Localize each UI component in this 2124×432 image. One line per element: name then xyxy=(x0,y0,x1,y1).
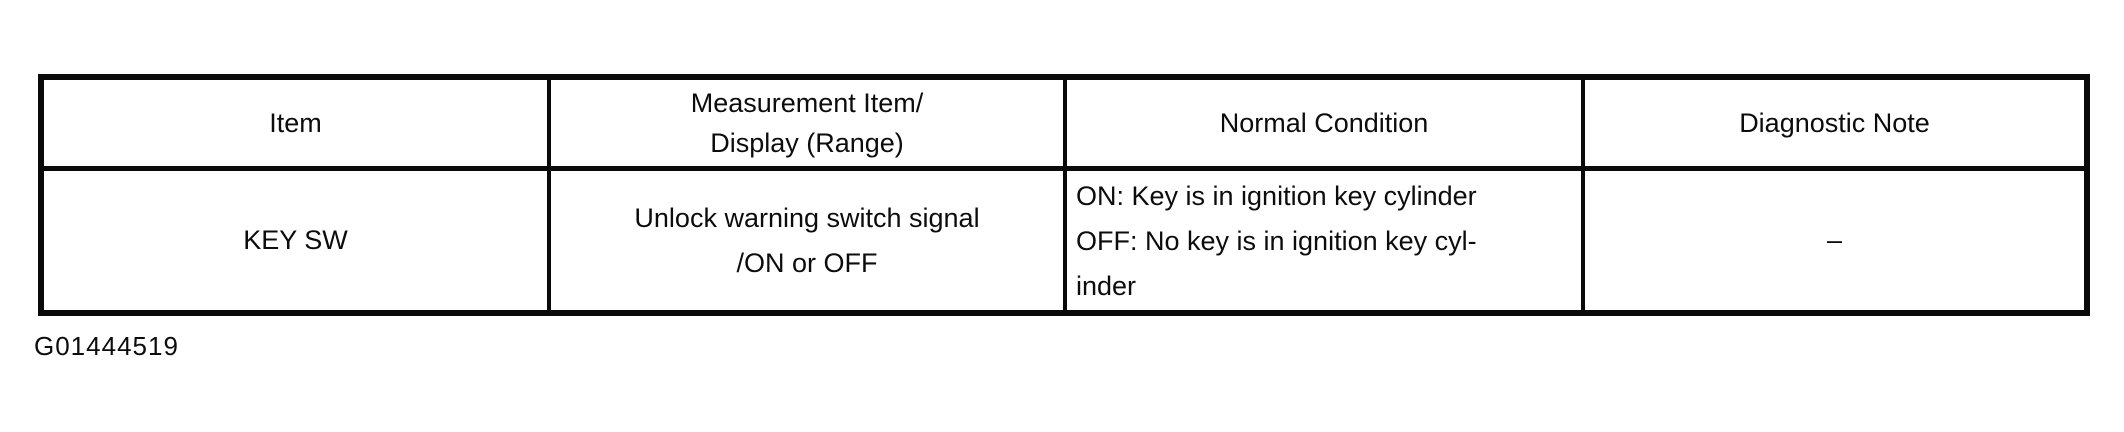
header-cell-item: Item xyxy=(44,80,551,166)
header-label-diagnostic-note: Diagnostic Note xyxy=(1739,108,1930,138)
header-cell-normal-condition: Normal Condition xyxy=(1067,80,1585,166)
table-data-row: KEY SW Unlock warning switch signal /ON … xyxy=(44,171,2084,310)
table-header-row: Item Measurement Item/ Display (Range) N… xyxy=(44,80,2084,171)
normal-condition-line3: inder xyxy=(1076,271,1137,301)
header-cell-measurement-display: Measurement Item/ Display (Range) xyxy=(551,80,1067,166)
cell-item: KEY SW xyxy=(44,171,551,310)
cell-measurement-display: Unlock warning switch signal /ON or OFF xyxy=(551,171,1067,310)
header-label-measurement-line1: Measurement Item/ xyxy=(690,88,924,118)
diagnostic-note-value: – xyxy=(1826,225,1843,255)
measurement-display-line2: /ON or OFF xyxy=(736,247,878,278)
header-cell-diagnostic-note: Diagnostic Note xyxy=(1585,80,2084,166)
figure-code: G01444519 xyxy=(34,331,179,361)
normal-condition-line2: OFF: No key is in ignition key cyl- xyxy=(1076,226,1477,256)
cell-normal-condition: ON: Key is in ignition key cylinder OFF:… xyxy=(1067,171,1585,310)
header-label-measurement-line2: Display (Range) xyxy=(710,128,904,158)
cell-diagnostic-note: – xyxy=(1585,171,2084,310)
header-label-item: Item xyxy=(269,108,322,138)
header-label-normal-condition: Normal Condition xyxy=(1219,108,1429,138)
normal-condition-line1: ON: Key is in ignition key cylinder xyxy=(1076,181,1477,211)
item-value: KEY SW xyxy=(243,225,348,255)
key-sw-data-monitor-table: Item Measurement Item/ Display (Range) N… xyxy=(38,74,2090,316)
measurement-display-line1: Unlock warning switch signal xyxy=(634,202,980,233)
